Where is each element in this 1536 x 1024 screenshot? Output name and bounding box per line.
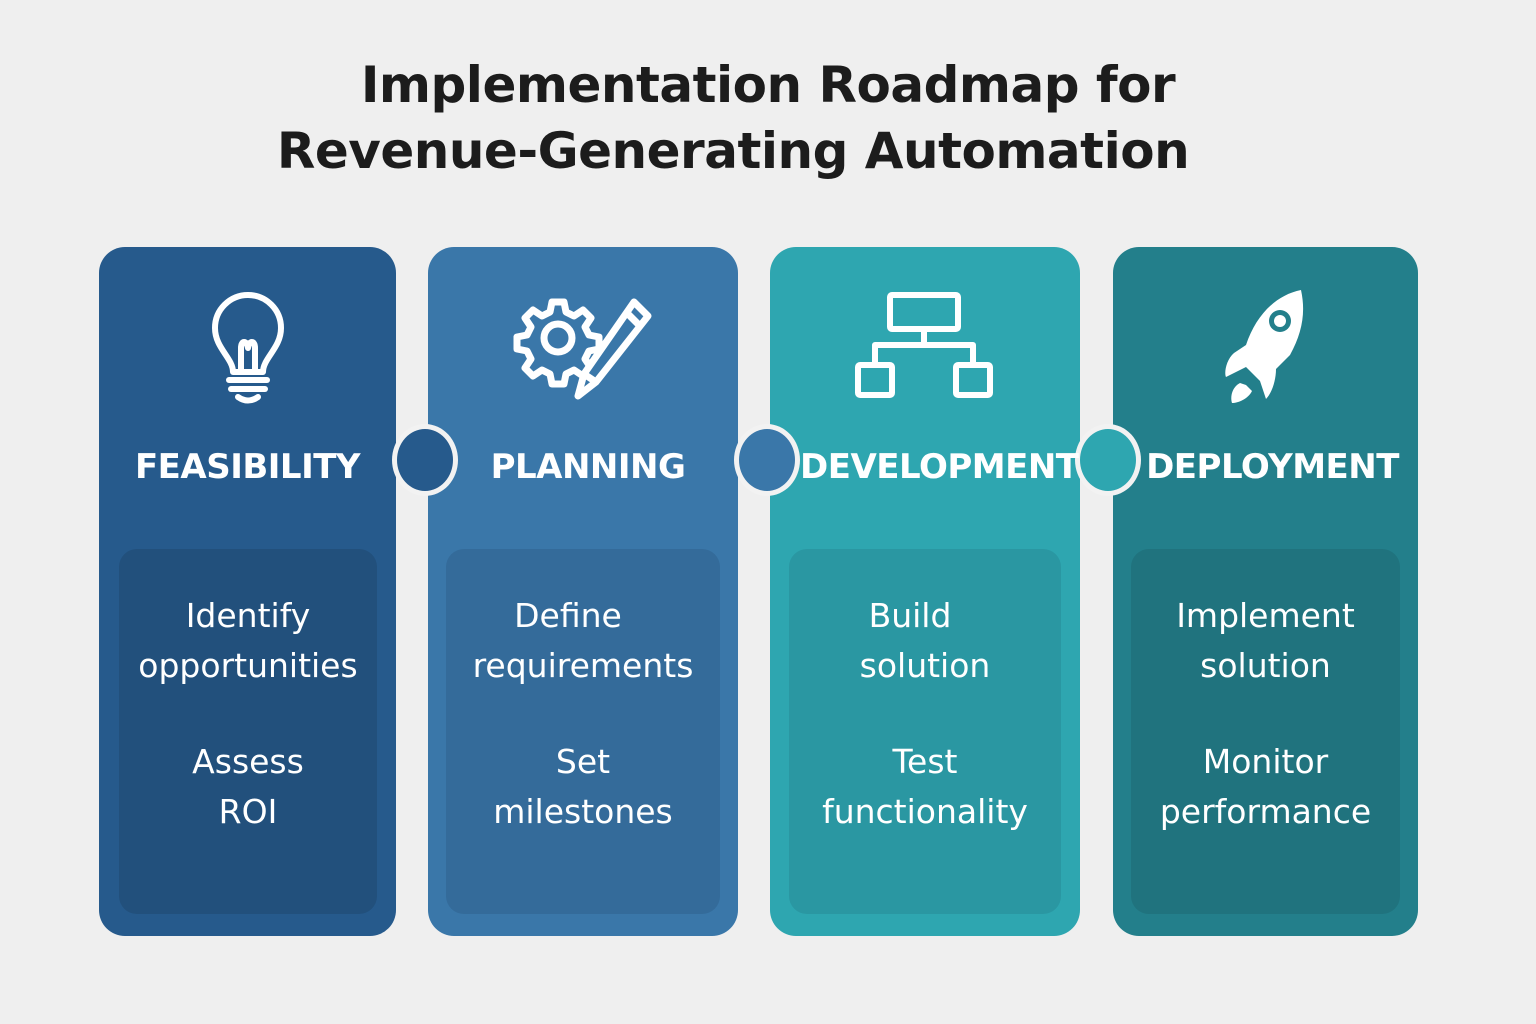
puzzle-tab [734,424,800,496]
title-line-1: Implementation Roadmap for [360,56,1176,114]
puzzle-tab [1075,424,1141,496]
stage-label-feasibility: FEASIBILITY [134,447,361,487]
flowchart-icon [770,285,1080,410]
stage-label-development: DEVELOPMENT [800,447,1079,487]
diagram-title: Implementation Roadmap for Revenue-Gener… [0,52,1536,184]
stage-label-planning: PLANNING [490,447,686,487]
rocket-icon [1113,285,1418,410]
lightbulb-icon [99,285,396,410]
title-line-2: Revenue-Generating Automation [276,122,1190,180]
puzzle-tab [392,424,458,496]
stage-label-deployment: DEPLOYMENT [1146,447,1399,487]
gear-pencil-icon [428,285,738,410]
